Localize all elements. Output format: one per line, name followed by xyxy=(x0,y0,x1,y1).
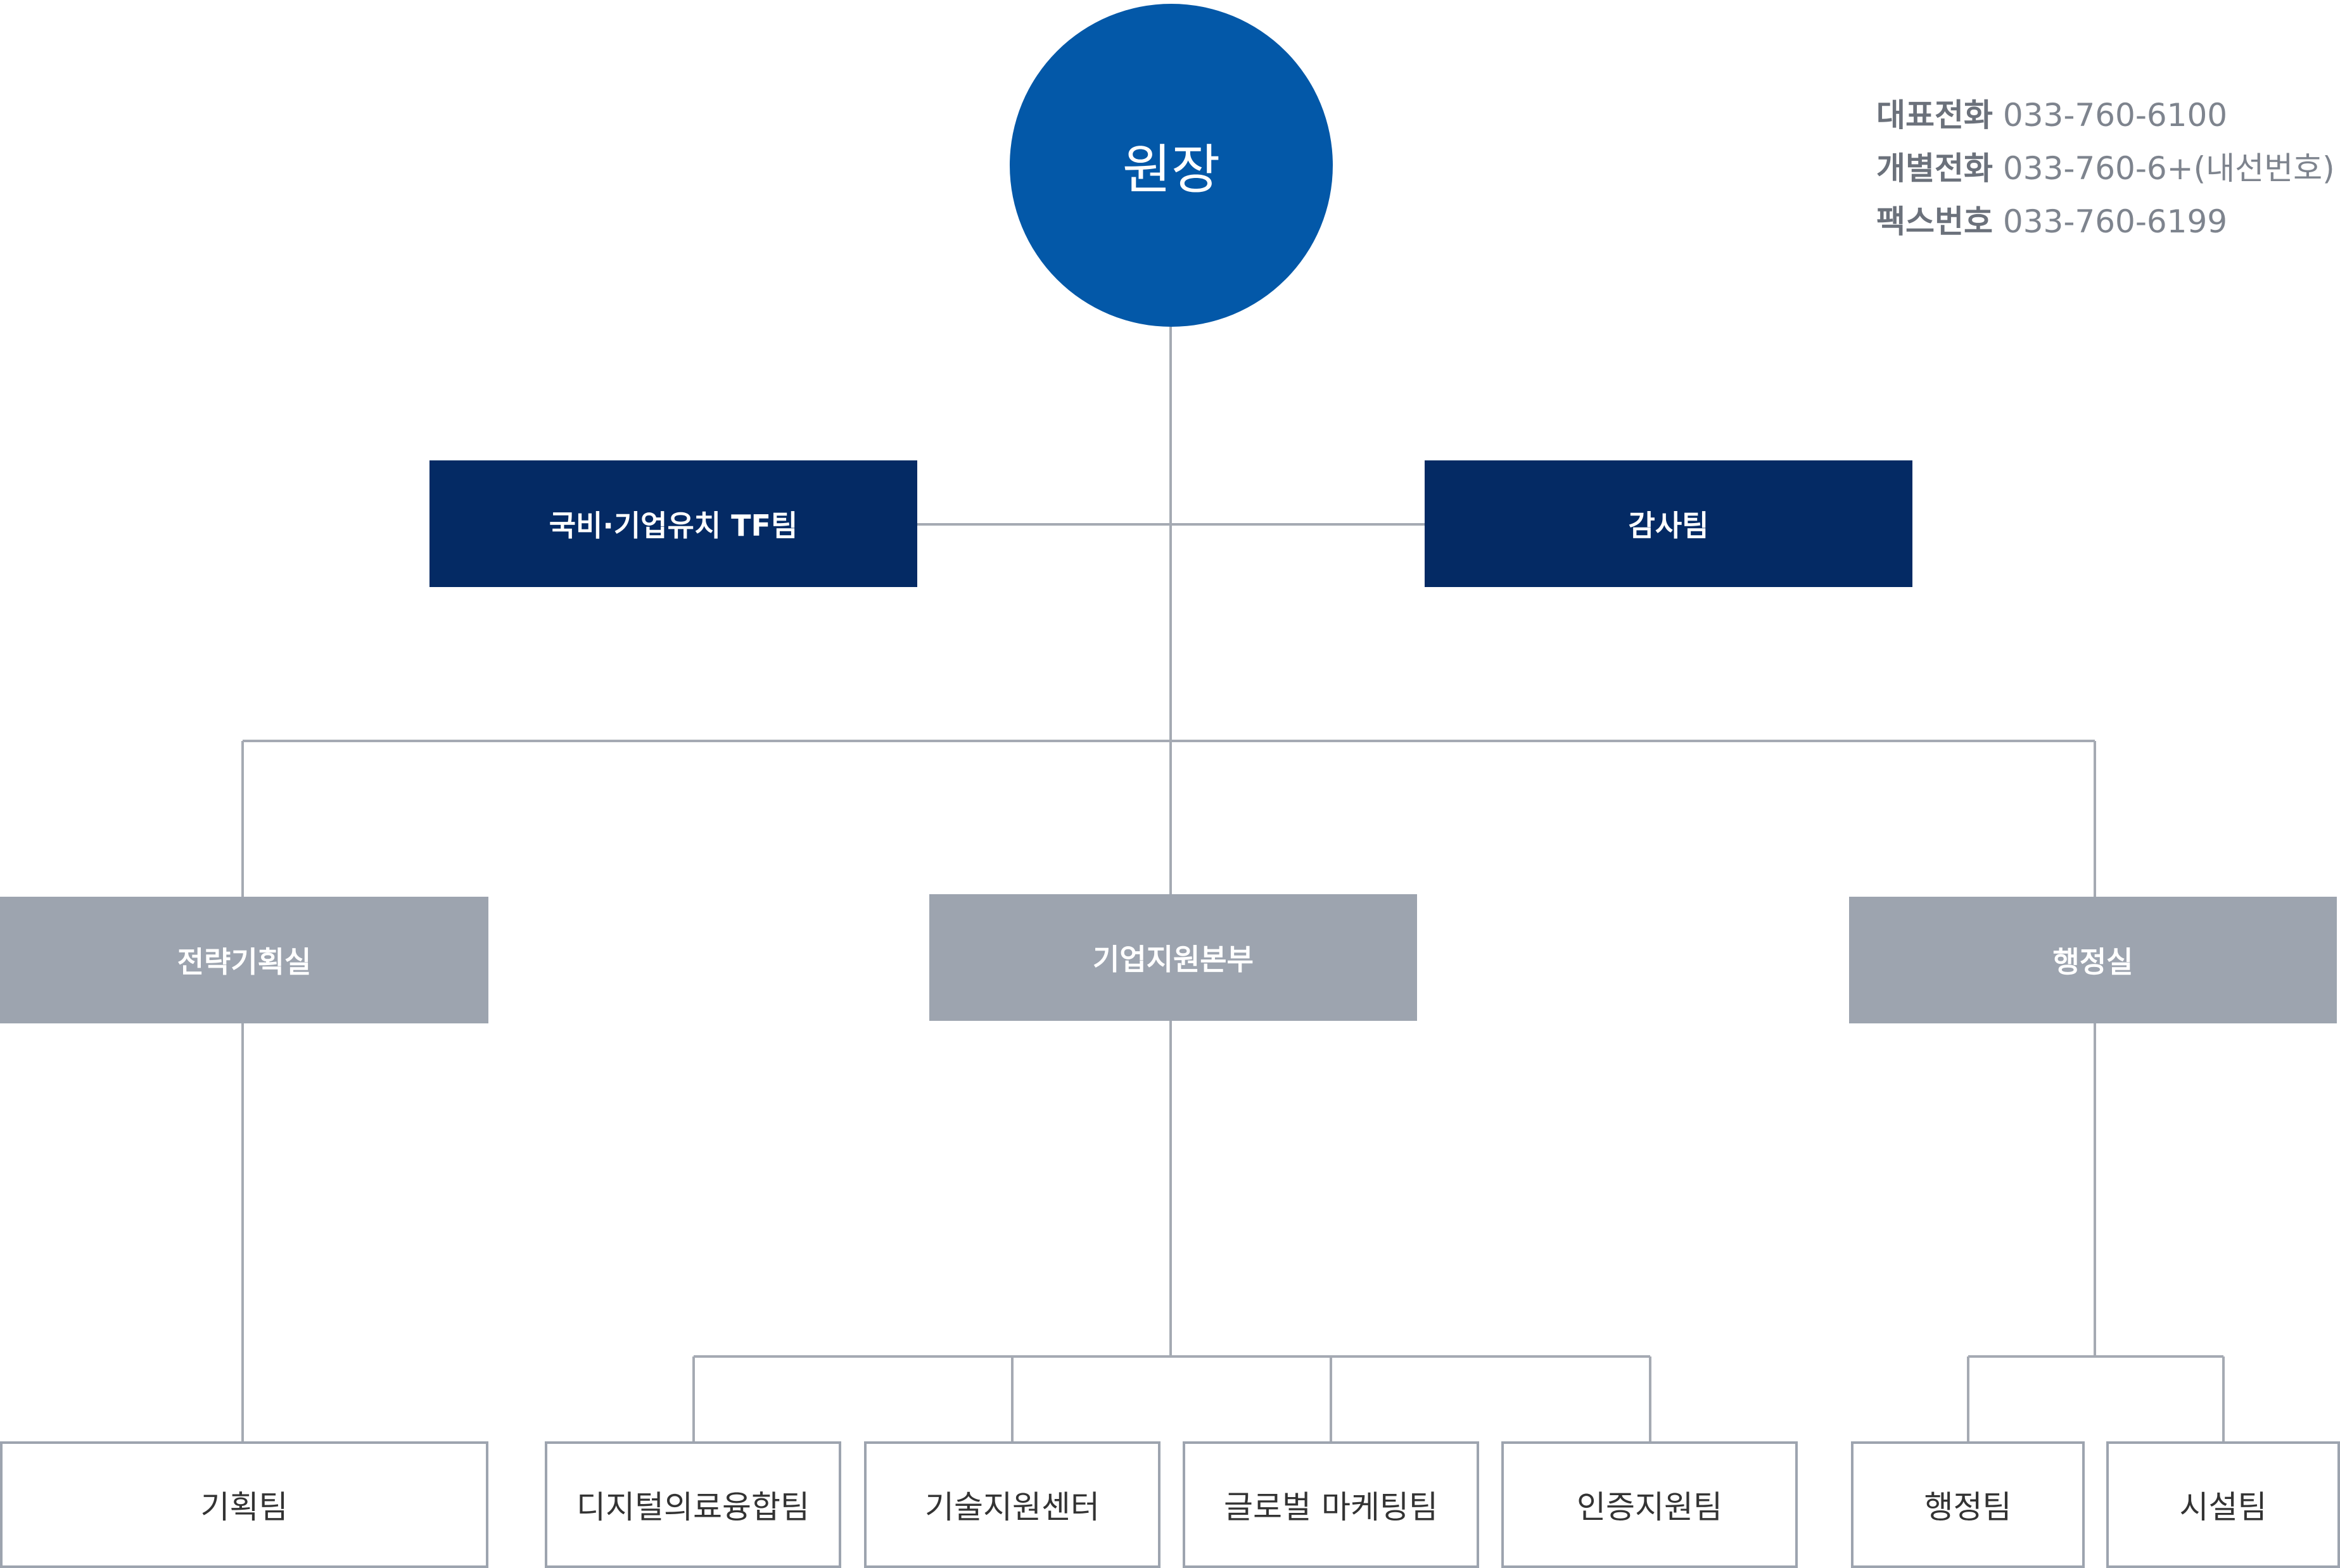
contact-value: 033-760-6199 xyxy=(2002,203,2228,240)
team-box: 인증지원팀 xyxy=(1501,1441,1798,1568)
head-node: 원장 xyxy=(1010,4,1333,327)
division-label: 행정실 xyxy=(2052,945,2133,979)
contact-value: 033-760-6100 xyxy=(2002,97,2228,134)
contact-label: 개별전화 xyxy=(1876,150,1993,187)
team-label: 글로벌 마케팅팀 xyxy=(1224,1489,1438,1526)
team-box: 글로벌 마케팅팀 xyxy=(1183,1441,1479,1568)
team-label: 기획팀 xyxy=(200,1489,288,1526)
team-box: 기획팀 xyxy=(0,1441,488,1568)
contact-label: 팩스번호 xyxy=(1876,203,1993,240)
contact-label: 대표전화 xyxy=(1876,97,1993,134)
division-strategy-planning: 전략기획실 xyxy=(0,897,488,1023)
staff-unit-label: 감사팀 xyxy=(1628,509,1709,543)
team-box: 시설팀 xyxy=(2106,1441,2340,1568)
team-box: 디지털의료융합팀 xyxy=(545,1441,841,1568)
contact-line-extension: 개별전화 033-760-6+(내선번호) xyxy=(1876,142,2335,195)
contact-line-fax: 팩스번호 033-760-6199 xyxy=(1876,195,2335,248)
team-label: 기술지원센터 xyxy=(925,1489,1100,1526)
staff-unit-label: 국비·기업유치 TF팀 xyxy=(549,509,798,543)
contact-value: 033-760-6+(내선번호) xyxy=(2002,150,2335,187)
division-administration: 행정실 xyxy=(1849,897,2337,1023)
team-label: 시설팀 xyxy=(2179,1489,2267,1526)
team-label: 디지털의료융합팀 xyxy=(576,1489,810,1526)
team-box: 기술지원센터 xyxy=(864,1441,1160,1568)
team-label: 인증지원팀 xyxy=(1577,1489,1722,1526)
contact-line-main-phone: 대표전화 033-760-6100 xyxy=(1876,89,2335,142)
division-label: 전략기획실 xyxy=(177,945,312,979)
contact-info: 대표전화 033-760-6100 개별전화 033-760-6+(내선번호) … xyxy=(1876,89,2335,248)
staff-unit-tf-team: 국비·기업유치 TF팀 xyxy=(429,460,917,587)
division-business-support: 기업지원본부 xyxy=(929,894,1417,1021)
head-label: 원장 xyxy=(1122,138,1221,201)
division-label: 기업지원본부 xyxy=(1093,942,1254,977)
team-label: 행정팀 xyxy=(1924,1489,2012,1526)
team-box: 행정팀 xyxy=(1851,1441,2085,1568)
staff-unit-audit-team: 감사팀 xyxy=(1425,460,1912,587)
